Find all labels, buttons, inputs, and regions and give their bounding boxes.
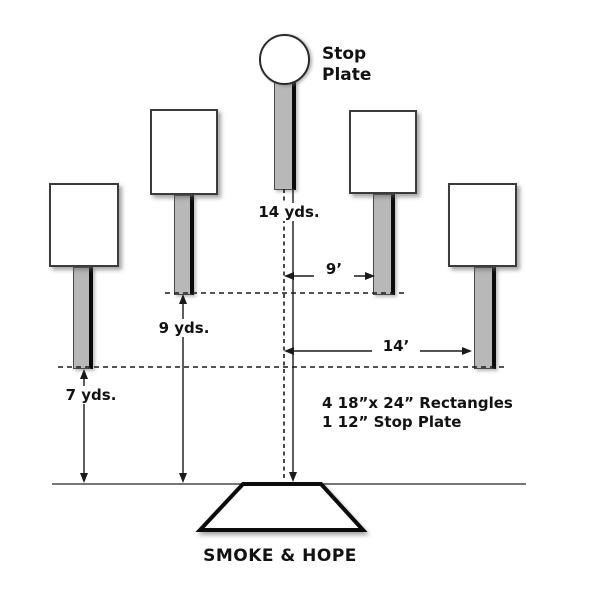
stage-title: SMOKE & HOPE bbox=[203, 546, 357, 566]
arrowhead-left-icon bbox=[284, 347, 294, 355]
arrowhead-up-icon bbox=[179, 294, 187, 304]
stop-plate-label-line2: Plate bbox=[322, 65, 372, 85]
arrowhead-right-icon bbox=[365, 272, 375, 280]
target-post-left bbox=[73, 267, 93, 369]
arrowhead-down-icon bbox=[80, 473, 88, 483]
arrowhead-down-icon bbox=[179, 473, 187, 483]
distance-label-9yds: 9 yds. bbox=[150, 319, 218, 337]
arrowhead-right-icon bbox=[462, 347, 472, 355]
shooting-box bbox=[195, 482, 368, 532]
target-post-mid-left bbox=[174, 195, 194, 295]
arrowhead-up-icon bbox=[80, 369, 88, 379]
offset-label-9ft: 9’ bbox=[314, 260, 354, 278]
equipment-notes: 4 18”x 24” Rectangles 1 12” Stop Plate bbox=[322, 394, 513, 432]
offset-label-14ft: 14’ bbox=[372, 337, 420, 355]
distance-label-14yds: 14 yds. bbox=[251, 203, 327, 221]
target-rect-left bbox=[49, 183, 119, 267]
target-rect-right bbox=[448, 183, 517, 267]
stop-plate-label: Stop Plate bbox=[322, 44, 371, 86]
target-rect-mid-right bbox=[349, 110, 417, 194]
arrowhead-down-icon bbox=[289, 472, 297, 482]
target-post-right bbox=[474, 267, 496, 369]
target-rect-mid-left bbox=[150, 109, 218, 195]
target-post-mid-right bbox=[373, 194, 395, 295]
stop-plate-circle bbox=[259, 34, 310, 85]
distance-label-7yds: 7 yds. bbox=[58, 386, 124, 404]
equipment-note-rectangles: 4 18”x 24” Rectangles bbox=[322, 394, 513, 412]
equipment-note-stop-plate: 1 12” Stop Plate bbox=[322, 413, 462, 431]
stop-plate-label-line1: Stop bbox=[322, 44, 367, 64]
arrowhead-left-icon bbox=[284, 272, 294, 280]
